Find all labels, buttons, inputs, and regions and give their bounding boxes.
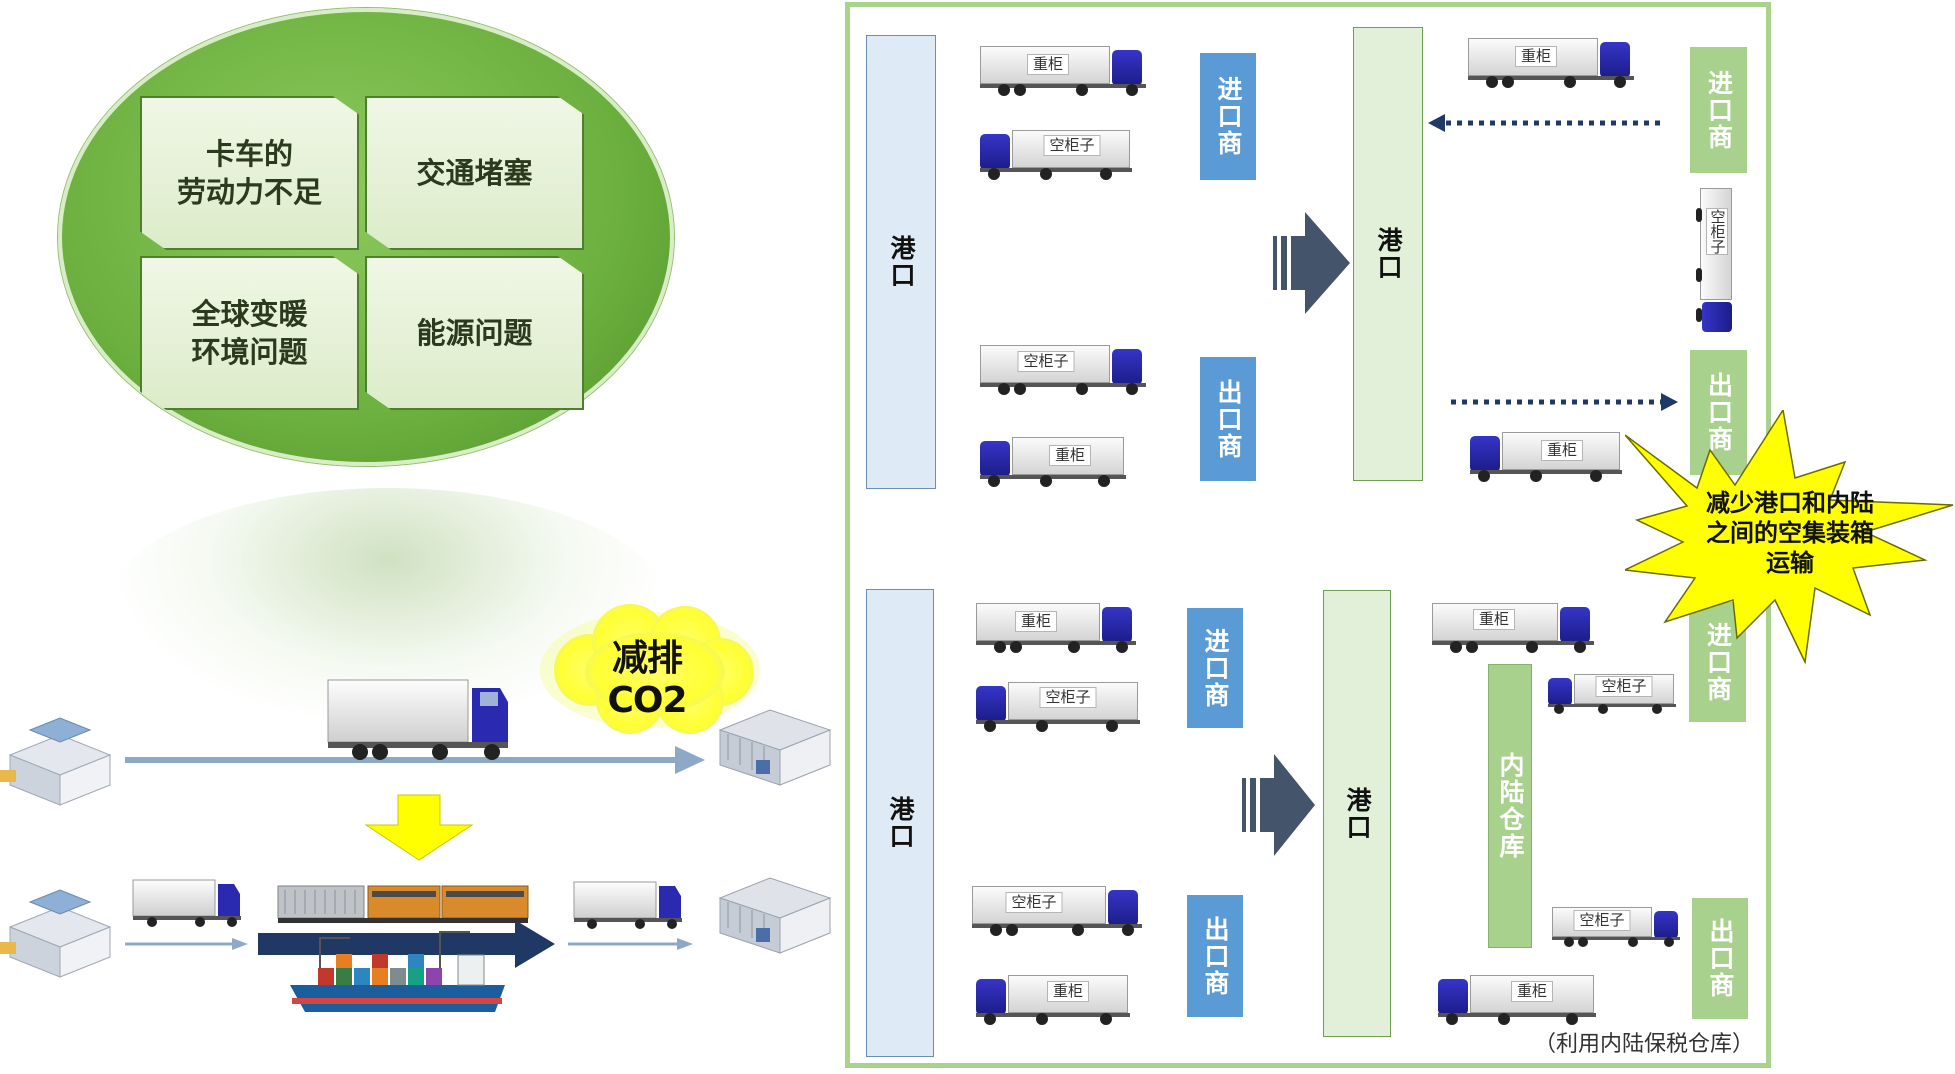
truck-label: 重柜 xyxy=(1014,611,1058,632)
port-box-top-after: 港口 xyxy=(1353,27,1423,481)
destination-warehouse-icon xyxy=(718,709,832,786)
container-ship-icon xyxy=(290,931,505,1012)
importer-label-bottom-after: 进口商 xyxy=(1703,621,1733,703)
starburst-callout xyxy=(1625,410,1954,665)
truck-label: 重柜 xyxy=(1472,609,1516,630)
port-label-top-after: 港口 xyxy=(1374,227,1403,281)
issue-card-labor-text: 卡车的 劳动力不足 xyxy=(176,137,322,209)
rail-sea-trunk-arrow xyxy=(258,933,520,955)
issue-card-energy: 能源问题 xyxy=(365,256,584,410)
truck-vertical-empty: 空柜子 xyxy=(1696,188,1736,336)
origin-factory-icon-2 xyxy=(0,889,112,978)
destination-warehouse-icon-2 xyxy=(718,877,832,954)
exporter-label-top-before: 出口商 xyxy=(1214,378,1243,460)
importer-box-top-after: 进口商 xyxy=(1690,47,1747,173)
truck-label: 空柜子 xyxy=(1043,135,1101,156)
issue-card-warming: 全球变暖 环境问题 xyxy=(140,256,359,410)
truck-label: 空柜子 xyxy=(1039,687,1097,708)
drayage-truck-icon-1 xyxy=(132,879,241,927)
truck-label: 空柜子 xyxy=(1706,208,1728,255)
exporter-box-top-before: 出口商 xyxy=(1200,357,1256,481)
importer-label-top-after: 进口商 xyxy=(1704,69,1734,151)
co2-cloud-text: 减排 CO2 xyxy=(572,632,722,727)
panel-arrows xyxy=(1242,114,1678,856)
truck-label: 空柜子 xyxy=(1017,351,1075,372)
port-box-bottom-before: 港口 xyxy=(866,589,934,1057)
issue-card-labor: 卡车的 劳动力不足 xyxy=(140,96,359,250)
co2-reduction-cloud xyxy=(540,604,760,734)
transition-arrow-bottom xyxy=(1242,754,1315,856)
footnote-inland-bonded-warehouse: （利用内陆保税仓库） xyxy=(1533,1032,1754,1057)
exporter-label-top-after: 出口商 xyxy=(1704,372,1734,453)
modal-shift-illustration xyxy=(0,604,832,1012)
long-haul-truck-icon xyxy=(327,679,508,760)
truck-label: 空柜子 xyxy=(1005,892,1063,913)
truck-label: 重柜 xyxy=(1540,440,1584,461)
importer-label-bottom-before: 进口商 xyxy=(1201,627,1230,709)
freight-train-icon xyxy=(277,885,529,923)
drayage-truck-icon-2 xyxy=(573,881,682,929)
truck-label: 重柜 xyxy=(1026,54,1070,75)
exporter-label-bottom-after: 出口商 xyxy=(1706,918,1735,999)
inland-warehouse-box: 内陆仓库 xyxy=(1488,664,1532,948)
port-label-top-before: 港口 xyxy=(887,235,916,289)
port-box-top-before: 港口 xyxy=(866,35,936,489)
co2-cloud-line1: 减排 xyxy=(611,637,683,679)
truck-label: 空柜子 xyxy=(1573,910,1631,931)
truck-label: 重柜 xyxy=(1510,981,1554,1002)
origin-factory-icon xyxy=(0,717,112,806)
issue-card-energy-text: 能源问题 xyxy=(416,316,533,350)
inland-warehouse-label: 内陆仓库 xyxy=(1496,752,1525,860)
exporter-box-bottom-after: 出口商 xyxy=(1692,898,1748,1019)
road-route-arrowhead xyxy=(675,746,705,774)
shift-down-arrow xyxy=(364,794,474,861)
port-label-bottom-after: 港口 xyxy=(1343,786,1372,841)
truck-label: 重柜 xyxy=(1046,981,1090,1002)
starburst-text: 减少港口和内陆之间的空集装箱运输 xyxy=(1706,489,1874,577)
truck-label: 空柜子 xyxy=(1595,676,1653,697)
importer-box-bottom-before: 进口商 xyxy=(1187,608,1243,728)
transition-arrow-top xyxy=(1273,212,1350,314)
exporter-label-bottom-before: 出口商 xyxy=(1201,915,1230,997)
truck-label: 重柜 xyxy=(1514,46,1558,67)
exporter-box-top-after: 出口商 xyxy=(1690,350,1747,475)
port-box-bottom-after: 港口 xyxy=(1323,590,1391,1037)
exporter-box-bottom-before: 出口商 xyxy=(1187,895,1243,1017)
issue-card-traffic: 交通堵塞 xyxy=(365,96,584,250)
importer-box-top-before: 进口商 xyxy=(1200,53,1256,180)
truck-label: 重柜 xyxy=(1048,445,1092,466)
port-label-bottom-before: 港口 xyxy=(886,796,915,850)
co2-cloud-line2: CO2 xyxy=(607,679,687,721)
issue-card-warming-text: 全球变暖 环境问题 xyxy=(191,297,308,369)
importer-label-top-before: 进口商 xyxy=(1214,76,1243,157)
issue-card-traffic-text: 交通堵塞 xyxy=(416,156,533,190)
